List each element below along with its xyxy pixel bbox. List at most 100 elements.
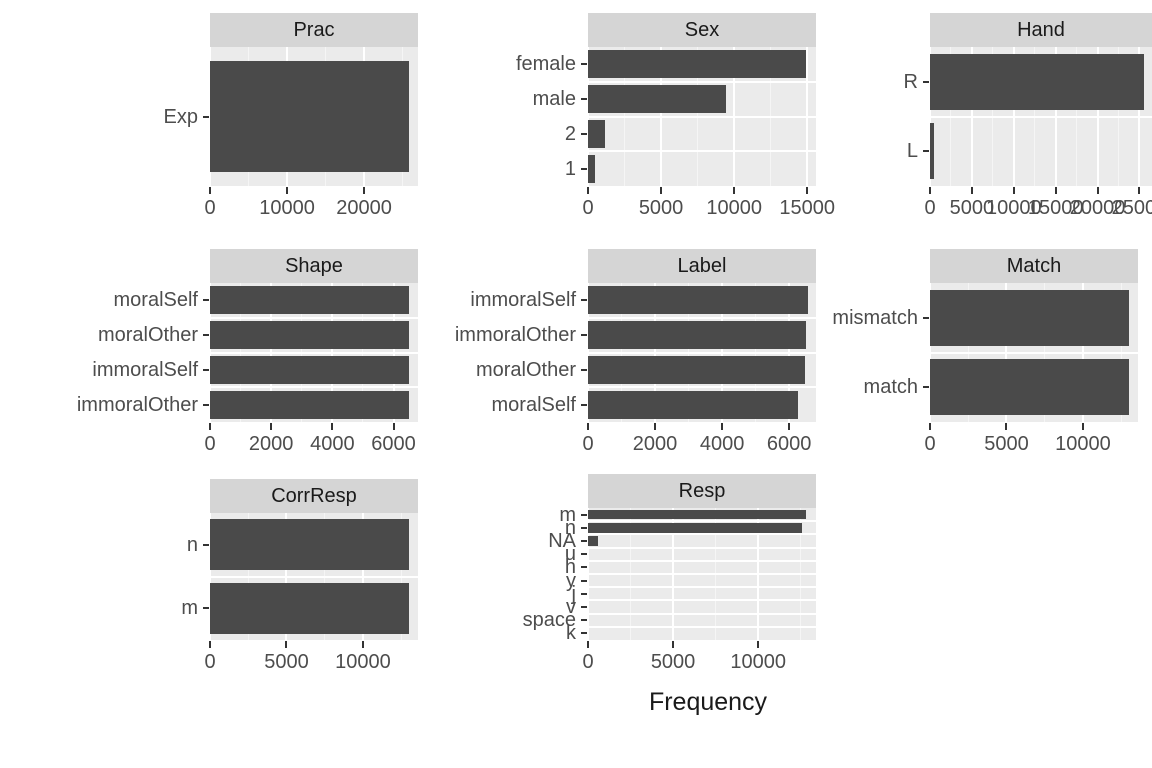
y-axis-label: j (571, 582, 576, 605)
x-axis-tick (331, 423, 334, 430)
y-axis-tick (581, 98, 587, 101)
x-axis-tick-label: 20000 (336, 197, 392, 219)
x-axis-tick-label: 10000 (259, 197, 315, 219)
gridline-category (588, 599, 816, 602)
y-axis-tick (581, 299, 587, 302)
y-axis-label: male (532, 88, 576, 111)
gridline-category (930, 115, 1152, 118)
facet-strip-label: Sex (684, 19, 720, 41)
bar (588, 523, 803, 533)
bar (588, 509, 806, 520)
y-axis-label: NA (548, 530, 576, 552)
x-axis-tick (1054, 187, 1057, 194)
y-axis-tick (203, 299, 209, 302)
bar (210, 390, 409, 419)
x-axis-tick (733, 187, 736, 194)
gridline-category (588, 520, 816, 523)
facet-strip-label: Prac (293, 19, 335, 41)
y-axis-tick (203, 543, 209, 546)
y-axis-label: y (566, 569, 576, 592)
facet-strip-label: Label (677, 255, 727, 277)
y-axis-label: n (564, 516, 576, 539)
y-axis-label: moralSelf (113, 289, 198, 312)
gridline-category (210, 575, 418, 578)
y-axis-tick (923, 150, 929, 153)
bar (588, 154, 595, 183)
x-axis-tick-label: 6000 (371, 433, 416, 455)
facet-strip-label: CorrResp (271, 485, 357, 507)
x-axis-tick-label: 5000 (984, 433, 1029, 455)
bar (588, 355, 806, 384)
x-axis-tick (1096, 187, 1099, 194)
x-axis-tick-label: 10000 (730, 651, 786, 673)
y-axis-label: immoralOther (454, 324, 576, 347)
y-axis-label: moralOther (97, 324, 198, 347)
y-axis-label: k (566, 622, 576, 645)
x-axis-tick-label: 4000 (310, 433, 355, 455)
y-axis-label: match (863, 376, 918, 399)
y-axis-tick (581, 592, 587, 595)
facet-strip-resp: Resp (588, 474, 816, 508)
x-axis-tick (788, 423, 791, 430)
x-axis-tick (929, 423, 931, 430)
y-axis-tick (923, 80, 929, 83)
facet-strip-shape: Shape (210, 249, 418, 283)
x-axis-tick-label: 5000 (264, 651, 309, 673)
x-axis-tick (1012, 187, 1015, 194)
x-axis-tick (270, 423, 273, 430)
x-axis-tick (587, 187, 589, 194)
y-axis-label: m (181, 597, 198, 620)
bar (930, 123, 935, 180)
bar (210, 286, 409, 315)
x-axis-title: Frequency (648, 688, 768, 716)
y-axis-tick (203, 403, 209, 406)
y-axis-label: R (903, 70, 918, 93)
x-axis-tick-label: 0 (582, 197, 594, 219)
x-axis-tick (209, 187, 211, 194)
bar (588, 85, 727, 114)
x-axis-tick-label: 0 (582, 651, 594, 673)
x-axis-tick-label: 5000 (638, 197, 684, 219)
bar (930, 53, 1144, 110)
y-axis-tick (203, 607, 209, 610)
gridline-category (588, 612, 816, 615)
y-axis-label: 1 (564, 157, 576, 180)
y-axis-tick (581, 63, 587, 66)
bar (588, 321, 806, 350)
y-axis-tick (581, 526, 587, 529)
facet-strip-corrresp: CorrResp (210, 479, 418, 513)
bar (588, 390, 798, 419)
y-axis-tick (581, 132, 587, 135)
y-axis-tick (581, 632, 587, 635)
bar (588, 286, 808, 315)
gridline-category (588, 625, 816, 628)
bar (930, 359, 1129, 416)
x-axis-tick (285, 641, 288, 648)
y-axis-label: m (559, 503, 576, 526)
bar (930, 289, 1129, 346)
x-axis-tick (654, 423, 657, 430)
gridline-category (588, 150, 816, 153)
y-axis-tick (581, 619, 587, 622)
facet-strip-sex: Sex (588, 13, 816, 47)
y-axis-tick (581, 606, 587, 608)
x-axis-tick (392, 423, 395, 430)
x-axis-tick-label: 15000 (1027, 197, 1084, 219)
x-axis-tick-label: 2000 (248, 433, 294, 455)
y-axis-tick (923, 316, 929, 319)
x-axis-tick (1005, 423, 1008, 430)
x-axis-tick-label: 25000 (1111, 197, 1152, 219)
y-axis-tick (581, 540, 587, 542)
gridline-category (588, 559, 816, 562)
y-axis-label: immoralOther (76, 393, 198, 416)
y-axis-label: L (906, 140, 918, 163)
facet-strip-label: Match (1006, 255, 1062, 277)
plot-panel-corrresp (210, 513, 418, 640)
gridline-category (210, 316, 418, 319)
y-axis-label: n (186, 533, 198, 556)
bar (210, 582, 409, 634)
